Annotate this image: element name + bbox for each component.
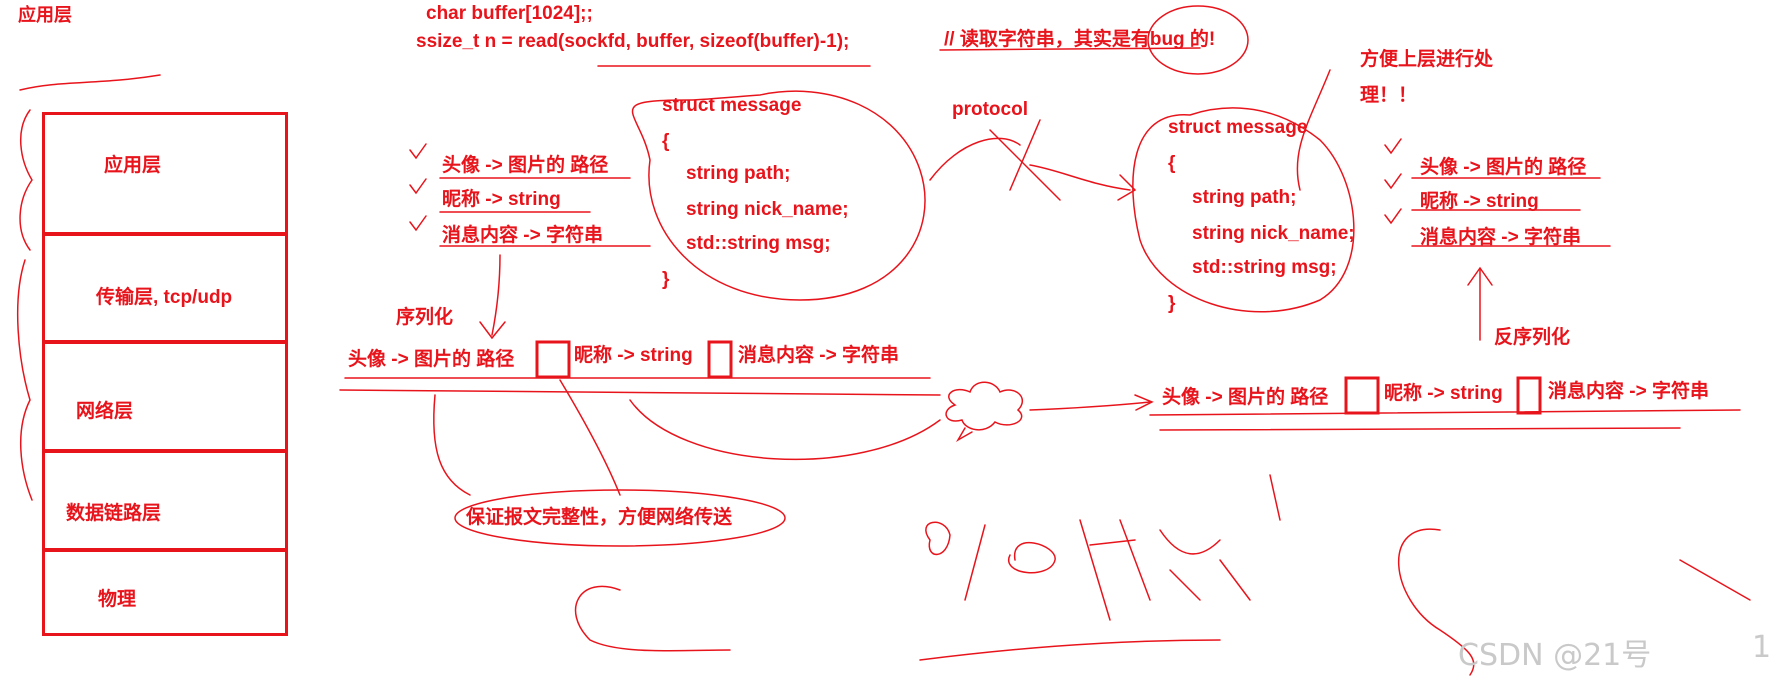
upper-note-line2: 理！！: [1360, 85, 1418, 106]
right-serialized-message: 消息内容 -> 字符串: [1548, 381, 1709, 402]
layer-datalink-label: 数据链路层: [66, 503, 162, 524]
right-struct-open: {: [1168, 153, 1176, 174]
left-serialized-avatar: 头像 -> 图片的 路径: [348, 349, 515, 370]
brace-stroke: [19, 109, 33, 251]
top-left-title: 应用层: [18, 5, 72, 25]
separator-box: [1516, 376, 1542, 415]
protocol-label: protocol: [952, 99, 1028, 120]
left-field-message: 消息内容 -> 字符串: [442, 225, 603, 246]
code-comment: // 读取字符串，其实是有bug 的!: [944, 29, 1216, 50]
left-struct-field-path: string path;: [686, 163, 791, 184]
separator-box: [535, 340, 571, 379]
left-struct-field-msg: std::string msg;: [686, 233, 831, 254]
left-field-nickname: 昵称 -> string: [442, 189, 561, 210]
code-line-read: ssize_t n = read(sockfd, buffer, sizeof(…: [416, 31, 850, 52]
right-field-message: 消息内容 -> 字符串: [1420, 227, 1581, 248]
right-serialized-nickname: 昵称 -> string: [1384, 383, 1503, 404]
page-corner-number: 1: [1752, 630, 1772, 665]
right-serialized-avatar: 头像 -> 图片的 路径: [1162, 387, 1329, 408]
right-struct-close: }: [1168, 293, 1176, 314]
layer-app-box: [42, 112, 288, 236]
layer-physical-label: 物理: [98, 589, 137, 610]
serialize-label: 序列化: [396, 307, 454, 328]
right-field-avatar: 头像 -> 图片的 路径: [1420, 157, 1587, 178]
right-field-nickname: 昵称 -> string: [1420, 191, 1539, 212]
layer-transport-label: 传输层, tcp/udp: [96, 287, 233, 308]
layer-network-label: 网络层: [76, 401, 134, 422]
left-struct-header: struct message: [662, 95, 802, 116]
code-line-buffer: char buffer[1024];;: [426, 3, 593, 24]
brace-stroke: [16, 259, 33, 501]
right-struct-field-nick: string nick_name;: [1192, 223, 1355, 244]
left-struct-close: }: [662, 269, 670, 290]
left-serialized-nickname: 昵称 -> string: [574, 345, 693, 366]
right-struct-field-msg: std::string msg;: [1192, 257, 1337, 278]
left-field-avatar: 头像 -> 图片的 路径: [442, 155, 609, 176]
left-struct-field-nick: string nick_name;: [686, 199, 849, 220]
layer-physical-box: [42, 548, 288, 636]
guarantee-note: 保证报文完整性，方便网络传送: [466, 507, 733, 528]
upper-note-line1: 方便上层进行处: [1360, 49, 1494, 70]
right-struct-field-path: string path;: [1192, 187, 1297, 208]
layer-app-label: 应用层: [104, 155, 162, 176]
watermark: CSDN @21号: [1458, 638, 1652, 673]
separator-box: [707, 340, 733, 379]
deserialize-label: 反序列化: [1494, 327, 1571, 348]
left-serialized-message: 消息内容 -> 字符串: [738, 345, 899, 366]
left-struct-open: {: [662, 131, 670, 152]
right-struct-header: struct message: [1168, 117, 1308, 138]
separator-box: [1344, 376, 1380, 415]
